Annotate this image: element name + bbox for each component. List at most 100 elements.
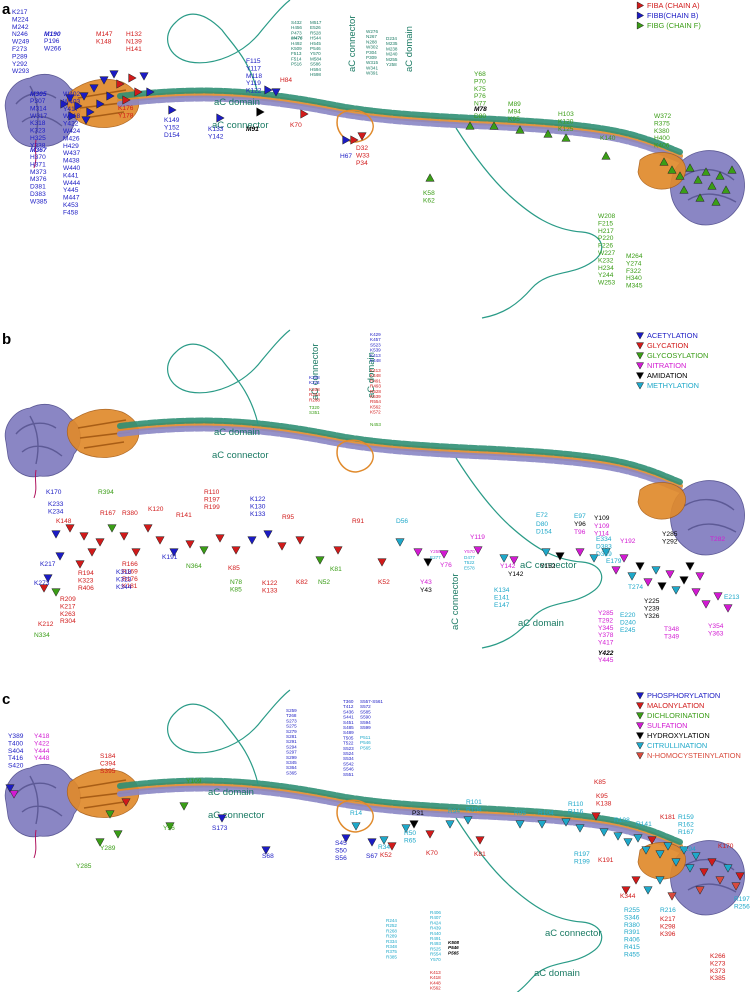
ptm-marker-icon bbox=[601, 151, 611, 160]
residue-label: K52 bbox=[378, 579, 390, 586]
helix-green bbox=[117, 417, 683, 485]
ptm-marker-icon bbox=[109, 70, 119, 79]
residue-label-small: R491 bbox=[370, 378, 381, 383]
central-nodule bbox=[336, 439, 374, 473]
residue-label-small: R289 bbox=[386, 934, 397, 939]
ptm-marker-icon bbox=[715, 171, 725, 180]
residue-label-small: F514 bbox=[291, 56, 302, 61]
ptm-marker-icon bbox=[74, 101, 83, 111]
residue-label-small: S291 bbox=[286, 739, 297, 744]
residue-label-small: K418 bbox=[430, 975, 441, 980]
ptm-marker-icon bbox=[543, 129, 553, 138]
residue-label: Y244 bbox=[598, 272, 614, 279]
ptm-marker-icon bbox=[475, 836, 485, 845]
ptm-marker-icon bbox=[409, 820, 419, 829]
residue-label-small: M517 bbox=[310, 20, 322, 25]
legend-marker-icon bbox=[635, 382, 645, 390]
residue-label: N334 bbox=[34, 632, 50, 639]
residue-label-small: R268 bbox=[309, 397, 320, 402]
residue-label: H371 bbox=[30, 161, 46, 168]
ptm-marker-icon bbox=[51, 588, 61, 597]
residue-label: E72 bbox=[536, 512, 548, 519]
ptm-marker-icon bbox=[155, 536, 165, 545]
residue-label: Y285 bbox=[598, 610, 614, 617]
residue-label: N52 bbox=[318, 579, 330, 586]
ptm-marker-icon bbox=[5, 784, 15, 793]
residue-label: K81 bbox=[474, 851, 486, 858]
residue-label-small: S275 bbox=[286, 724, 297, 729]
residue-label-small: R439 bbox=[430, 926, 441, 931]
residue-label: W249 bbox=[12, 39, 30, 46]
residue-label-small: R385 bbox=[386, 954, 397, 959]
ptm-marker-icon bbox=[65, 94, 75, 103]
ptm-marker-icon bbox=[631, 876, 641, 885]
ptm-marker-icon bbox=[395, 538, 405, 547]
ptm-marker-icon bbox=[621, 886, 631, 895]
helix-orange bbox=[117, 781, 683, 849]
residue-label: K441 bbox=[63, 172, 79, 179]
globular-domain-right-strands bbox=[683, 499, 737, 533]
residue-label: W266 bbox=[44, 45, 62, 52]
residue-label: R304 bbox=[60, 618, 76, 625]
ptm-marker-icon bbox=[679, 846, 689, 855]
residue-label: R162 bbox=[678, 821, 694, 828]
ptm-marker-icon bbox=[247, 536, 257, 545]
residue-label: K406 bbox=[654, 143, 670, 150]
residue-label: E141 bbox=[494, 594, 510, 601]
ptm-marker-icon bbox=[599, 828, 609, 837]
residue-label: N77 bbox=[474, 101, 486, 108]
ptm-marker-icon bbox=[695, 886, 705, 895]
ptm-marker-icon bbox=[351, 822, 361, 831]
residue-label: R141 bbox=[636, 821, 652, 828]
ptm-marker-icon bbox=[367, 838, 377, 847]
ptm-marker-icon bbox=[350, 135, 359, 145]
ptm-marker-icon bbox=[489, 121, 499, 130]
residue-label-small: P309 bbox=[366, 55, 377, 60]
residue-label-small: R528 bbox=[310, 30, 321, 35]
residue-label-small: S297 bbox=[286, 750, 297, 755]
residue-label-small: S294 bbox=[286, 744, 297, 749]
residue-label: M373 bbox=[30, 169, 47, 176]
residue-label: K176 bbox=[118, 105, 134, 112]
ptm-marker-icon bbox=[134, 87, 143, 97]
residue-label: W424 bbox=[63, 128, 81, 135]
residue-label: K140 bbox=[600, 135, 616, 142]
residue-label: K133 bbox=[208, 126, 224, 133]
residue-label: H217 bbox=[598, 228, 614, 235]
residue-label: Y114 bbox=[594, 530, 609, 537]
residue-label: T274 bbox=[628, 584, 643, 591]
legend-marker-icon bbox=[636, 11, 645, 20]
globular-domain-right-strands bbox=[683, 169, 737, 203]
residue-label: Y354 bbox=[708, 623, 724, 630]
residue-label: D240 bbox=[620, 619, 636, 626]
tail-coil bbox=[33, 139, 37, 169]
residue-label-small: K208 bbox=[309, 387, 320, 392]
residue-label: Y378 bbox=[598, 632, 614, 639]
residue-label: S68 bbox=[262, 853, 274, 860]
domain-label: aC domain bbox=[534, 968, 580, 979]
ptm-marker-icon bbox=[655, 876, 665, 885]
residue-label: R110 bbox=[568, 801, 584, 808]
residue-label: R455 bbox=[624, 951, 640, 958]
residue-label: D154 bbox=[536, 528, 552, 535]
ptm-marker-icon bbox=[667, 165, 677, 174]
residue-label: R14 bbox=[350, 810, 362, 817]
residue-label: F226 bbox=[598, 243, 613, 250]
residue-label: M264 bbox=[626, 253, 643, 260]
residue-label: R95 bbox=[282, 514, 294, 521]
residue-label-small: W315 bbox=[366, 60, 378, 65]
domain-label: aC connector bbox=[208, 810, 265, 821]
residue-label: Y142 bbox=[208, 133, 224, 140]
residue-label: W317 bbox=[30, 113, 48, 120]
residue-label: K263 bbox=[60, 611, 76, 618]
legend-entry: ACETYLATION bbox=[647, 331, 698, 340]
ptm-marker-icon bbox=[60, 99, 69, 109]
legend-marker-icon bbox=[636, 21, 645, 30]
residue-label: R415 bbox=[624, 944, 640, 951]
legend-marker-icon bbox=[636, 1, 645, 10]
residue-label: Y119 bbox=[470, 534, 485, 541]
ptm-marker-icon bbox=[271, 88, 281, 97]
residue-label: R209 bbox=[60, 596, 76, 603]
residue-label-small: Y258 bbox=[430, 549, 441, 554]
residue-label: S395 bbox=[100, 768, 116, 775]
